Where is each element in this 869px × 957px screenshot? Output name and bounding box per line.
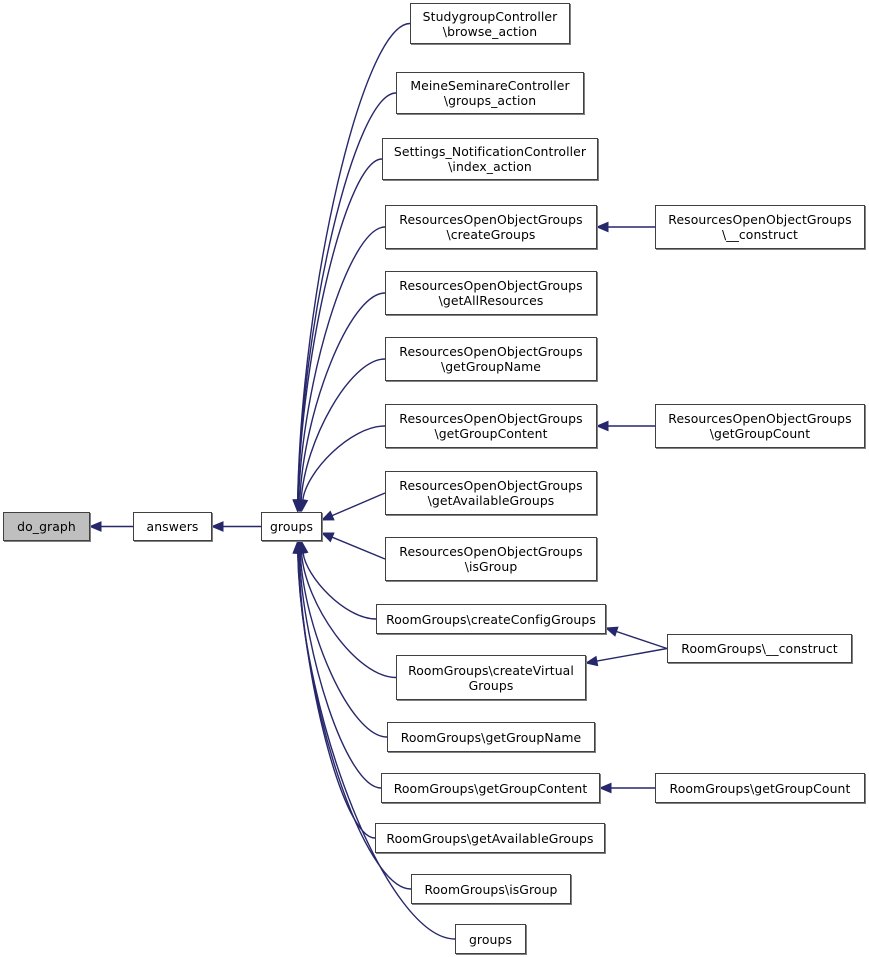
graph-node-label: ResourcesOpenObjectGroups \getGroupName [399, 344, 583, 374]
edge-n_roog_gname-to-groups_hub-arrowhead [295, 499, 307, 513]
edge-n_roog_ctor-to-n_roog_create-arrowhead [595, 221, 609, 233]
graph-node-label: RoomGroups\getGroupName [400, 729, 582, 745]
graph-node-label: StudygroupController \browse_action [422, 8, 558, 39]
edge-n_rg_cfg-to-groups_hub-arrowhead [297, 540, 309, 555]
edge-n_rg_virt-to-groups_hub-arrowhead [296, 540, 307, 554]
edge-n_rg_cfg-to-groups_hub [302, 552, 377, 620]
graph-node-n_rg_count[interactable]: RoomGroups\getGroupCount [655, 773, 865, 803]
graph-node-n_rg_gname[interactable]: RoomGroups\getGroupName [387, 722, 595, 752]
graph-node-n_studygroup[interactable]: StudygroupController \browse_action [410, 3, 570, 44]
graph-node-do_graph[interactable]: do_graph [3, 512, 90, 541]
graph-node-label: ResourcesOpenObjectGroups \isGroup [399, 544, 583, 574]
edge-n_roog_allres-to-groups_hub-arrowhead [294, 499, 306, 513]
graph-node-n_settings[interactable]: Settings_NotificationController \index_a… [382, 138, 598, 180]
graph-node-n_roog_gname[interactable]: ResourcesOpenObjectGroups \getGroupName [385, 337, 597, 381]
graph-node-n_meine[interactable]: MeineSeminareController \groups_action [396, 72, 584, 114]
edge-n_rg_gcont-to-groups_hub [298, 552, 382, 789]
graph-node-label: answers [146, 519, 199, 534]
graph-node-n_roog_create[interactable]: ResourcesOpenObjectGroups \createGroups [385, 205, 597, 249]
edge-n_rg_count-to-n_rg_gcont-arrowhead [598, 782, 612, 794]
edge-n_roog_gcont-to-groups_hub-arrowhead [297, 499, 309, 513]
graph-node-label: RoomGroups\isGroup [424, 881, 558, 897]
edge-n_rg_ctor-to-n_rg_virt-arrowhead [584, 655, 599, 667]
graph-node-label: ResourcesOpenObjectGroups \getGroupConte… [399, 411, 583, 441]
graph-node-n_rg_avail[interactable]: RoomGroups\getAvailableGroups [375, 823, 605, 853]
edge-n_rg_gname-to-groups_hub-arrowhead [294, 540, 306, 554]
edge-n_rg_avail-to-groups_hub [297, 552, 376, 839]
graph-node-label: MeineSeminareController \groups_action [410, 78, 570, 108]
graph-node-n_rg_isg[interactable]: RoomGroups\isGroup [411, 874, 571, 904]
graph-node-answers[interactable]: answers [133, 512, 212, 541]
graph-node-label: groups [468, 931, 513, 947]
graph-node-label: RoomGroups\getGroupContent [393, 780, 588, 796]
graph-node-label: RoomGroups\getAvailableGroups [386, 830, 594, 846]
edge-n_roog_gname-to-groups_hub [300, 358, 386, 501]
edge-n_groups_leaf-to-groups_hub-arrowhead [292, 540, 304, 554]
graph-node-label: RoomGroups\createConfigGroups [386, 611, 596, 627]
edge-n_rg_gname-to-groups_hub [299, 552, 388, 738]
edge-n_roog_gcont-to-groups_hub [302, 425, 386, 501]
edge-n_settings-to-groups_hub-arrowhead [292, 499, 304, 513]
graph-node-n_groups_leaf[interactable]: groups [455, 924, 526, 954]
graph-node-label: RoomGroups\createVirtual Groups [408, 662, 574, 693]
edge-n_rg_avail-to-groups_hub-arrowhead [292, 540, 304, 554]
graph-node-n_rg_cfg[interactable]: RoomGroups\createConfigGroups [376, 604, 606, 634]
graph-node-n_roog_ctor[interactable]: ResourcesOpenObjectGroups \__construct [655, 205, 865, 249]
graph-node-label: groups [269, 519, 314, 534]
edge-n_roog_create-to-groups_hub [297, 226, 386, 501]
graph-node-n_rg_virt[interactable]: RoomGroups\createVirtual Groups [396, 655, 586, 700]
graph-node-n_roog_count[interactable]: ResourcesOpenObjectGroups \getGroupCount [655, 404, 865, 448]
graph-node-label: do_graph [17, 519, 76, 534]
graph-node-label: ResourcesOpenObjectGroups \getAllResourc… [399, 278, 583, 308]
edge-n_settings-to-groups_hub [297, 158, 383, 501]
edge-answers-to-do_graph-arrowhead [88, 521, 102, 532]
graph-node-n_roog_avail[interactable]: ResourcesOpenObjectGroups \getAvailableG… [385, 471, 597, 515]
edge-n_rg_ctor-to-n_rg_cfg-arrowhead [604, 626, 619, 637]
edge-n_meine-to-groups_hub-arrowhead [292, 499, 304, 513]
graph-node-label: RoomGroups\__construct [681, 641, 838, 656]
edge-n_roog_isg-to-groups_hub [331, 536, 386, 560]
graph-node-n_roog_isg[interactable]: ResourcesOpenObjectGroups \isGroup [385, 537, 597, 581]
edge-n_rg_gcont-to-groups_hub-arrowhead [293, 540, 305, 554]
edge-n_roog_allres-to-groups_hub [299, 292, 386, 501]
graph-node-label: Settings_NotificationController \index_a… [393, 144, 587, 174]
graph-node-label: ResourcesOpenObjectGroups \getGroupCount [668, 411, 852, 441]
edge-n_roog_avail-to-groups_hub [331, 492, 386, 517]
graph-node-label: ResourcesOpenObjectGroups \getAvailableG… [399, 478, 583, 508]
graph-node-label: ResourcesOpenObjectGroups \__construct [668, 212, 852, 242]
edge-n_roog_create-to-groups_hub-arrowhead [293, 499, 304, 513]
edge-n_studygroup-to-groups_hub-arrowhead [292, 499, 304, 513]
graph-node-n_roog_allres[interactable]: ResourcesOpenObjectGroups \getAllResourc… [385, 271, 597, 315]
edge-n_roog_isg-to-groups_hub-arrowhead [320, 532, 335, 543]
edge-n_rg_ctor-to-n_rg_cfg [616, 630, 668, 650]
graph-node-groups_hub[interactable]: groups [261, 512, 322, 541]
graph-node-label: ResourcesOpenObjectGroups \createGroups [399, 212, 583, 242]
edge-n_rg_isg-to-groups_hub-arrowhead [292, 540, 304, 554]
edge-n_rg_ctor-to-n_rg_virt [596, 647, 668, 662]
graph-node-n_rg_gcont[interactable]: RoomGroups\getGroupContent [381, 773, 600, 803]
graph-node-label: RoomGroups\getGroupCount [669, 780, 851, 796]
edge-groups_hub-to-answers-arrowhead [210, 521, 224, 532]
edge-n_roog_count-to-n_roog_gcont-arrowhead [595, 420, 609, 432]
graph-node-n_roog_gcont[interactable]: ResourcesOpenObjectGroups \getGroupConte… [385, 404, 597, 448]
edge-n_roog_avail-to-groups_hub-arrowhead [320, 510, 335, 521]
graph-node-n_rg_ctor[interactable]: RoomGroups\__construct [667, 634, 852, 663]
